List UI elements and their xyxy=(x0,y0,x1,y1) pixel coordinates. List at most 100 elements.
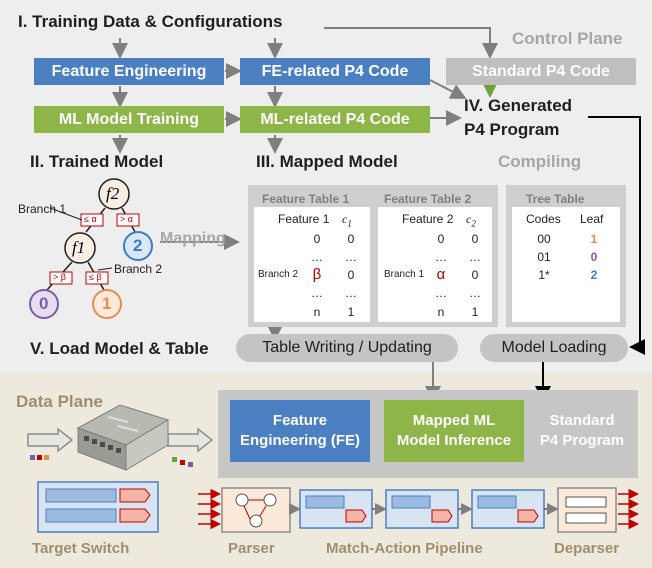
tree-r2-codes: 1* xyxy=(538,268,550,282)
target-switch-action-2 xyxy=(119,508,151,523)
branch2-pointer xyxy=(97,267,113,271)
pipeline-stage-2 xyxy=(385,489,459,529)
packet-out-purple xyxy=(188,462,193,467)
compiling-label: Compiling xyxy=(498,152,582,171)
ft2-r4-c0: n xyxy=(437,305,445,319)
training-config-title: I. Training Data & Configurations xyxy=(18,12,283,31)
tree-r2-leaf: 2 xyxy=(590,268,598,282)
trained-model-label: II. Trained Model xyxy=(30,152,164,171)
tree-leaf-2-label: 2 xyxy=(133,236,143,255)
packet-purple xyxy=(30,455,35,460)
ft2-r3-c1: … xyxy=(469,286,481,300)
ft1-r3-c1: … xyxy=(345,286,357,300)
ft1-r2-c1: 0 xyxy=(347,268,355,282)
feature-table-2 xyxy=(378,207,492,322)
ml-training-box: ML Model Training xyxy=(34,106,224,133)
tree-r1-leaf: 0 xyxy=(590,250,598,264)
ft2-r0-c0: 0 xyxy=(437,232,445,246)
dp-std-line1: Standard xyxy=(549,412,615,429)
deparser-box xyxy=(557,487,617,533)
branch1-pointer xyxy=(49,207,83,221)
fe-p4-code-box: FE-related P4 Code xyxy=(240,58,430,85)
dp-standard-p4-box: Standard P4 Program xyxy=(532,400,632,462)
tree-table-col-codes: Codes xyxy=(526,212,561,226)
ft2-col-c: c2 xyxy=(466,212,476,229)
packet-orange xyxy=(44,455,49,460)
generated-p4-label-line1: IV. Generated xyxy=(464,96,573,115)
tree-r0-leaf: 1 xyxy=(590,232,598,246)
standard-p4-code-box: Standard P4 Code xyxy=(446,58,636,85)
ml-p4-code-box: ML-related P4 Code xyxy=(240,106,430,133)
ft2-r1-c1: … xyxy=(469,250,481,264)
ft2-r3-c0: … xyxy=(435,286,447,300)
parser-state-1 xyxy=(235,493,249,507)
parser-state-3 xyxy=(249,514,263,528)
tree-leaf-0-label: 0 xyxy=(39,294,49,313)
load-model-label: V. Load Model & Table xyxy=(30,339,209,358)
cond-le-alpha: ≤ α xyxy=(84,214,97,224)
feature-table-1 xyxy=(254,207,370,322)
tree-r0-codes: 00 xyxy=(537,232,551,246)
ft2-r0-c1: 0 xyxy=(471,232,479,246)
packet-out-red xyxy=(180,460,185,465)
cond-le-beta: ≤ β xyxy=(89,272,102,282)
ft1-r0-c0: 0 xyxy=(313,232,321,246)
parser-state-2 xyxy=(263,493,277,507)
switch-device-icon xyxy=(76,404,170,471)
ft2-branch-label: Branch 1 xyxy=(384,269,425,280)
cond-box-gt-beta xyxy=(49,271,73,285)
tree-node-f2-label: f2 xyxy=(106,184,120,203)
ft2-r2-c1: 0 xyxy=(471,268,479,282)
arrow-fep4-to-gen xyxy=(429,79,467,99)
pipeline-stage-1 xyxy=(299,489,373,529)
feature-table-1-title: Feature Table 1 xyxy=(262,192,350,206)
ft1-r2-c0: β xyxy=(312,266,322,283)
dp-mapped-line2: Model Inference xyxy=(396,432,512,449)
dp-fe-line2: Engineering (FE) xyxy=(240,432,360,449)
deparser-buffer-icon xyxy=(565,496,607,524)
ft1-r4-c1: 1 xyxy=(347,305,355,319)
ft1-r3-c0: … xyxy=(311,286,323,300)
cond-box-gt-alpha xyxy=(116,213,140,227)
table-writing-pill: Table Writing / Updating xyxy=(236,334,458,362)
mapped-model-label: III. Mapped Model xyxy=(256,152,398,171)
target-switch-stage-1 xyxy=(45,488,117,503)
data-plane-label: Data Plane xyxy=(16,392,103,411)
packet-out-green xyxy=(172,457,177,462)
parser-label: Parser xyxy=(228,540,275,557)
cond-gt-beta: > β xyxy=(53,272,66,282)
ft2-col-feature: Feature 2 xyxy=(402,212,454,226)
cond-gt-alpha: > α xyxy=(120,214,133,224)
tree-table xyxy=(512,207,620,322)
input-arrow-icon xyxy=(27,427,74,453)
tree-node-f1 xyxy=(64,232,96,264)
tree-leaf-0 xyxy=(29,289,59,319)
packet-red xyxy=(37,455,42,460)
tree-table-col-leaf: Leaf xyxy=(580,212,604,226)
dp-mapped-line1: Mapped ML xyxy=(412,412,496,429)
ft2-r4-c1: 1 xyxy=(471,305,479,319)
ft1-r4-c0: n xyxy=(313,305,321,319)
feature-engineering-box: Feature Engineering xyxy=(34,58,224,85)
generated-p4-label-line2: P4 Program xyxy=(464,120,560,139)
ft1-r0-c1: 0 xyxy=(347,232,355,246)
model-loading-pill: Model Loading xyxy=(480,334,628,362)
tree-r1-codes: 01 xyxy=(537,250,551,264)
deparser-label: Deparser xyxy=(554,540,620,557)
target-switch-label: Target Switch xyxy=(32,540,130,557)
cond-box-le-beta xyxy=(85,271,109,285)
pipeline-stage-3 xyxy=(471,489,545,529)
feature-table-2-title: Feature Table 2 xyxy=(384,192,472,206)
dp-mapped-ml-box: Mapped ML Model Inference xyxy=(384,400,524,462)
ft2-r1-c0: … xyxy=(435,250,447,264)
target-switch-action-1 xyxy=(119,488,151,503)
tree-node-f2 xyxy=(98,178,130,210)
dp-feature-engineering-box: Feature Engineering (FE) xyxy=(230,400,370,462)
tree-leaf-1 xyxy=(92,289,122,319)
ft1-branch-label: Branch 2 xyxy=(258,269,299,280)
control-plane-label: Control Plane xyxy=(512,29,623,48)
mapping-label: Mapping xyxy=(160,230,226,247)
ft1-col-feature: Feature 1 xyxy=(278,212,330,226)
